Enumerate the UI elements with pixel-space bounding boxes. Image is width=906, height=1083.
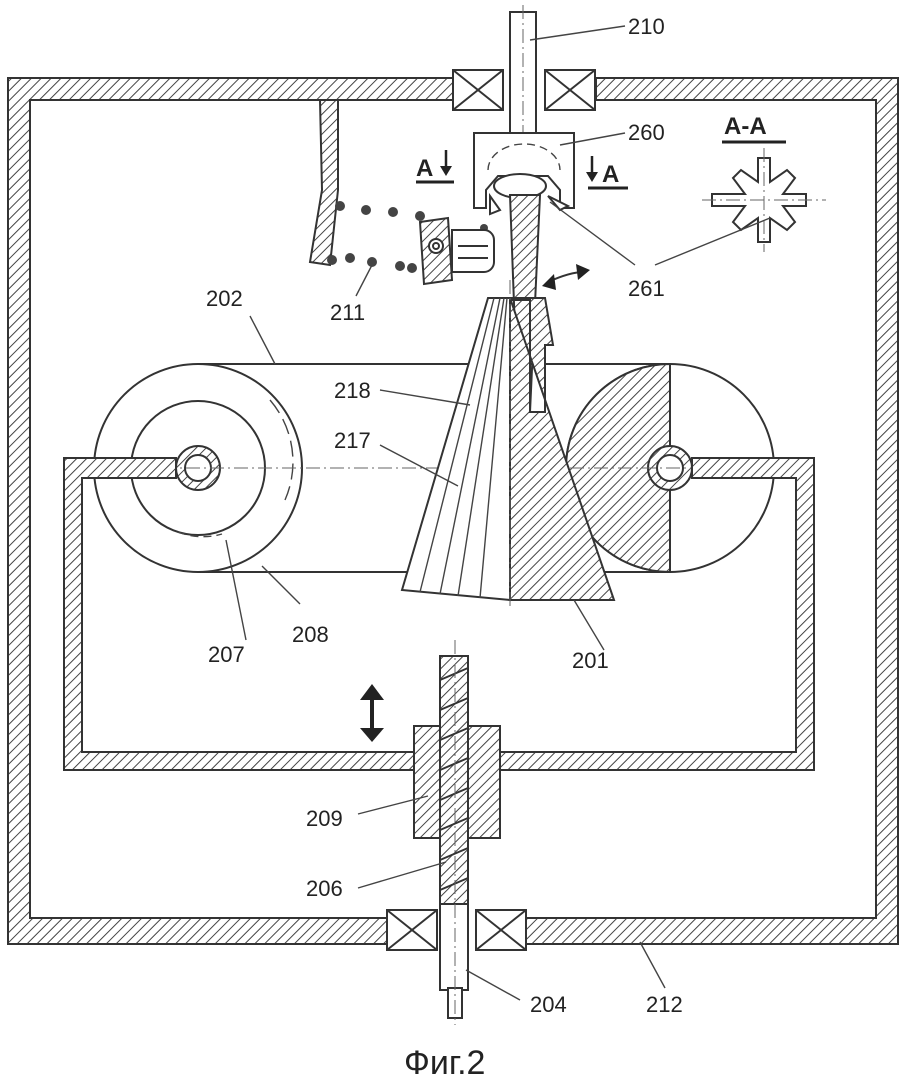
label-202: 202 xyxy=(206,286,243,311)
label-209: 209 xyxy=(306,806,343,831)
section-mark-right: A xyxy=(586,156,628,188)
section-star xyxy=(702,148,826,252)
svg-text:A-A: A-A xyxy=(724,113,767,140)
figure-caption: Фиг.2 xyxy=(404,1044,485,1082)
label-208: 208 xyxy=(292,622,329,647)
section-mark-left: A xyxy=(416,150,454,182)
screw-spindle xyxy=(440,656,468,910)
vertical-arrow xyxy=(360,684,384,742)
label-217: 217 xyxy=(334,428,371,453)
label-201: 201 xyxy=(572,648,609,673)
label-207: 207 xyxy=(208,642,245,667)
swing-arrow xyxy=(542,264,590,290)
label-218: 218 xyxy=(334,378,371,403)
label-261: 261 xyxy=(628,276,665,301)
svg-text:A: A xyxy=(602,161,619,188)
label-204: 204 xyxy=(530,992,567,1017)
bottom-shaft xyxy=(440,904,468,990)
section-title: A-A xyxy=(722,113,786,142)
inner-wall-fragment xyxy=(310,100,338,265)
svg-text:A: A xyxy=(416,155,433,182)
label-260: 260 xyxy=(628,120,665,145)
label-212: 212 xyxy=(646,992,683,1017)
label-206: 206 xyxy=(306,876,343,901)
label-211: 211 xyxy=(330,300,365,325)
label-210: 210 xyxy=(628,14,665,39)
